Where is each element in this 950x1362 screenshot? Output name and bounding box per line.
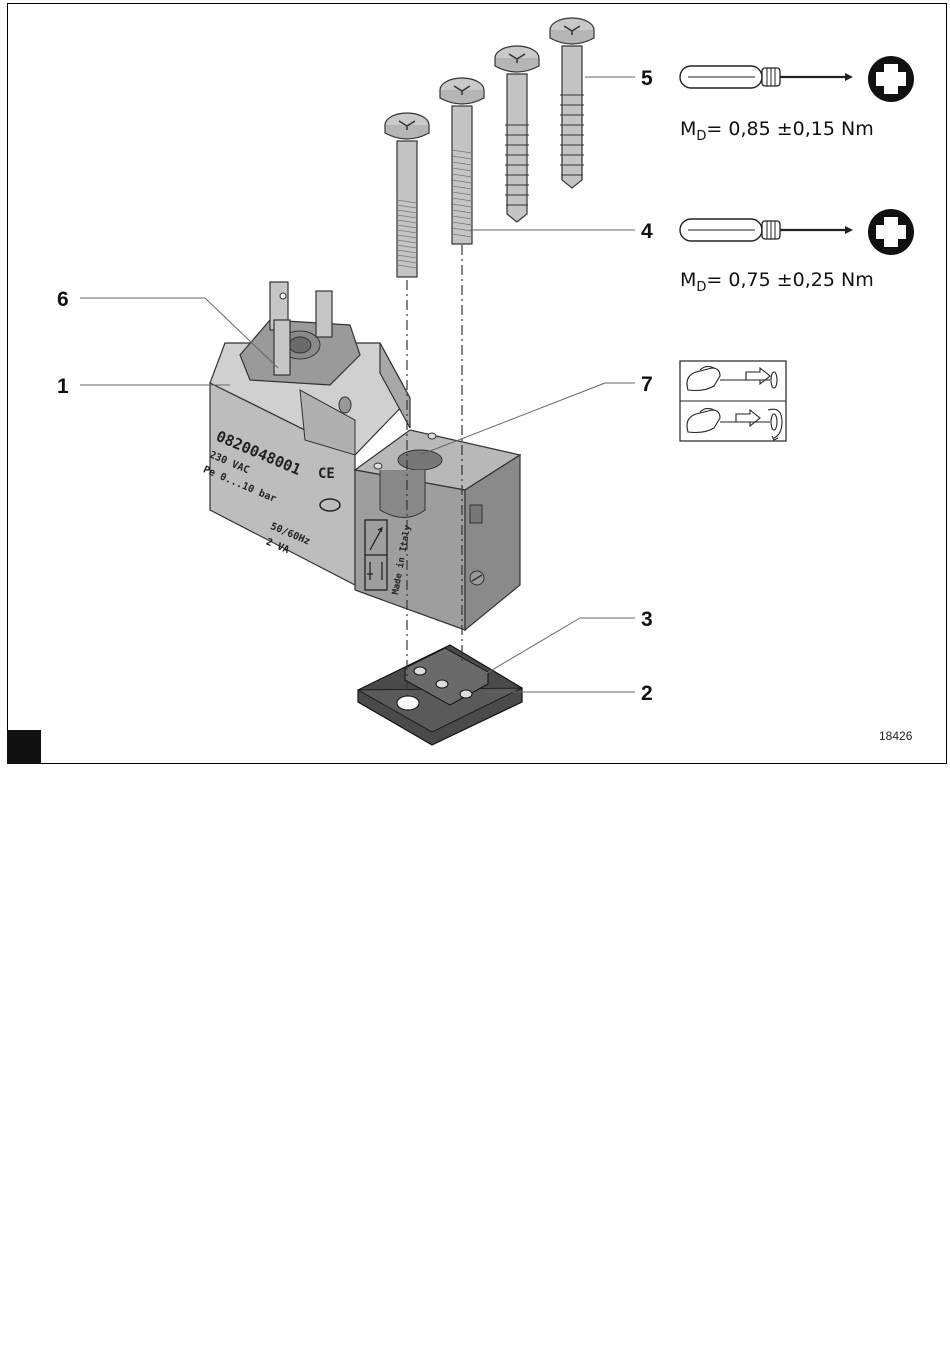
- torque-symbol: M: [680, 269, 696, 291]
- torque-value: = 0,75 ±0,25 Nm: [706, 269, 873, 291]
- screw-machine-right: [440, 78, 484, 244]
- screw-machine-left: [385, 113, 429, 277]
- torque-spec-lower: MD= 0,75 ±0,25 Nm: [680, 269, 874, 295]
- torque-subscript: D: [696, 129, 706, 144]
- callout-4: 4: [641, 220, 653, 243]
- screw-selftapping-right: [550, 18, 594, 188]
- callout-5: 5: [641, 67, 653, 90]
- torque-spec-upper: MD= 0,85 ±0,15 Nm: [680, 118, 874, 144]
- torque-value: = 0,85 ±0,15 Nm: [706, 118, 873, 140]
- ce-mark: CE: [318, 466, 335, 482]
- phillips-screwdriver-icon: [680, 66, 853, 88]
- phillips-screwdriver-icon: [680, 219, 853, 241]
- screw-selftapping-left: [495, 46, 539, 222]
- callout-2: 2: [641, 682, 653, 705]
- svg-text:MD= 0,75 ±0,25 Nm: MD= 0,75 ±0,25 Nm: [680, 269, 874, 295]
- callout-3: 3: [641, 608, 653, 631]
- valve-housing: [355, 430, 520, 630]
- svg-text:MD= 0,85 ±0,15 Nm: MD= 0,85 ±0,15 Nm: [680, 118, 874, 144]
- torque-symbol: M: [680, 118, 696, 140]
- screwdriving-instruction-icon: [680, 361, 786, 441]
- callout-7: 7: [641, 373, 653, 396]
- callout-1: 1: [57, 375, 69, 398]
- figure-number: 18426: [879, 729, 913, 743]
- torque-subscript: D: [696, 280, 706, 295]
- phillips-cross-icon: [868, 209, 914, 255]
- callout-6: 6: [57, 288, 69, 311]
- phillips-cross-icon: [868, 56, 914, 102]
